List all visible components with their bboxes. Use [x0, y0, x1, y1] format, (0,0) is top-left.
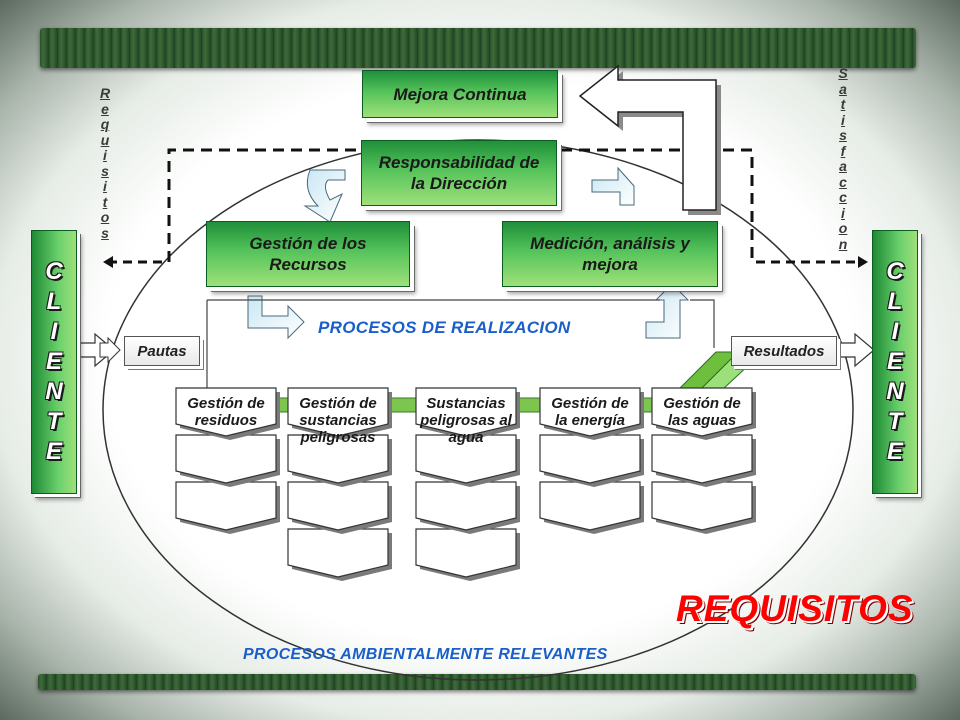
process-chevron	[415, 434, 517, 484]
process-chevron	[175, 387, 277, 437]
process-chevron	[415, 481, 517, 531]
process-title: Gestión de residuos	[187, 395, 265, 429]
satisfaccion-letter: c	[839, 173, 847, 190]
process-chevron	[415, 528, 517, 578]
process-chevron	[539, 481, 641, 531]
gestion-recursos-label: Gestión de los Recursos	[249, 234, 367, 274]
responsabilidad-label: Responsabilidad de la Dirección	[378, 153, 540, 193]
procesos-ambientales-label: PROCESOS AMBIENTALMENTE RELEVANTES	[243, 646, 608, 663]
requisitos-letter: o	[100, 209, 110, 225]
requisitos-letter: s	[101, 224, 109, 241]
resultados-box[interactable]: Resultados	[731, 336, 837, 366]
requisitos-letter: e	[101, 100, 109, 117]
resultados-label: Resultados	[743, 342, 825, 360]
satisfaccion-letter: a	[839, 158, 847, 174]
requisitos-letter: q	[100, 116, 110, 132]
process-chevron	[175, 481, 277, 531]
satisfaccion-letter: o	[838, 220, 848, 236]
medicion-label: Medición, análisis y mejora	[530, 234, 690, 274]
satisfaccion-letter: S	[838, 65, 848, 81]
pautas-label: Pautas	[137, 342, 187, 360]
cliente-right-letter: E	[886, 348, 903, 375]
satisfaccion-letter: i	[841, 204, 845, 221]
process-chevron	[175, 434, 277, 484]
dashed-right-arrowhead	[858, 256, 868, 268]
cliente-right-letter: I	[891, 318, 899, 345]
cliente-left-letter: T	[46, 408, 62, 435]
gestion-recursos-box[interactable]: Gestión de los Recursos	[206, 221, 410, 287]
requisitos-letter: s	[101, 162, 109, 179]
cliente-right-letter: N	[886, 378, 904, 405]
process-chevron	[287, 434, 389, 484]
output-arrow-right-icon	[839, 332, 875, 368]
process-chevron	[651, 434, 753, 484]
cliente-right-letter: E	[886, 438, 903, 465]
curved-arrow-icon-4	[645, 283, 690, 339]
dashed-left-arrowhead	[103, 256, 113, 268]
requisitos-letter: i	[103, 147, 107, 163]
top-bar	[40, 28, 916, 68]
cliente-right-letter: L	[887, 288, 903, 315]
responsabilidad-box[interactable]: Responsabilidad de la Dirección	[361, 140, 557, 206]
process-title: Gestión de sustancias peligrosas	[299, 395, 377, 446]
cliente-left-letter: E	[45, 348, 62, 375]
process-chevron	[287, 528, 389, 578]
cliente-right-letter: C	[886, 258, 904, 285]
process-title: Sustancias peligrosas al agua	[420, 395, 512, 446]
cliente-left-letter: N	[45, 378, 63, 405]
process-chevron	[651, 387, 753, 437]
satisfaccion-letter: c	[839, 189, 847, 205]
pautas-box[interactable]: Pautas	[124, 336, 200, 366]
cliente-left-letter: C	[45, 258, 63, 285]
process-chevron	[287, 481, 389, 531]
bottom-bar	[38, 674, 916, 690]
process-chevron	[287, 387, 389, 437]
return-arrow-icon	[578, 64, 721, 215]
curved-arrow-icon-3	[247, 295, 305, 340]
process-chevron	[539, 434, 641, 484]
requisitos-letter: i	[103, 178, 107, 194]
satisfaccion-letter: f	[840, 142, 846, 159]
realizacion-line	[206, 299, 715, 390]
mejora-continua-label: Mejora Continua	[393, 84, 527, 104]
satisfaccion-letter: t	[840, 96, 846, 112]
process-title: Gestión de las aguas	[663, 395, 741, 429]
process-chevron	[539, 387, 641, 437]
cliente-right-letter: T	[887, 408, 903, 435]
process-title: Gestión de la energía	[551, 395, 629, 429]
satisfaccion-letter: s	[839, 127, 847, 143]
medicion-box[interactable]: Medición, análisis y mejora	[502, 221, 718, 287]
process-chevron	[651, 481, 753, 531]
procesos-realizacion-label: PROCESOS DE REALIZACION	[318, 318, 571, 337]
satisfaccion-letter: i	[841, 111, 845, 128]
cliente-left-letter: I	[50, 318, 58, 345]
curved-arrow-icon-1	[303, 169, 346, 223]
requisitos-letter: t	[102, 193, 108, 210]
satisfaccion-letter: n	[838, 235, 848, 252]
cliente-left-letter: L	[46, 288, 62, 315]
requisitos-title: REQUISITOS	[676, 588, 914, 629]
input-arrow-pautas-icon	[99, 336, 121, 364]
satisfaccion-letter: a	[839, 80, 847, 97]
mejora-continua-box[interactable]: Mejora Continua	[362, 70, 558, 118]
requisitos-letter: u	[100, 131, 110, 148]
cliente-left-letter: E	[45, 438, 62, 465]
process-chevron	[415, 387, 517, 437]
process-chevron-stacks	[175, 387, 756, 581]
requisitos-letter: R	[99, 85, 111, 101]
curved-arrow-icon-2	[591, 166, 635, 206]
